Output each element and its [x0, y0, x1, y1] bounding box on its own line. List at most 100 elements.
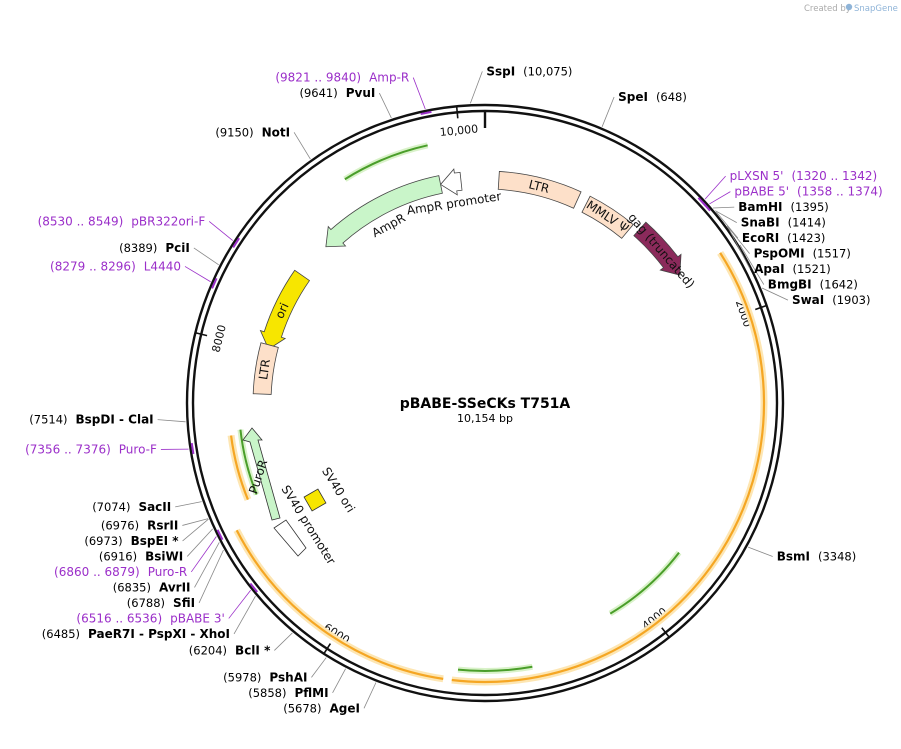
tick-mark	[755, 304, 767, 311]
enzyme-label[interactable]: BamHI(1395)	[738, 200, 829, 214]
sv40-promoter-arrow	[273, 519, 307, 557]
tick-mark	[195, 331, 208, 337]
primer-label[interactable]: pLXSN 5'(1320 .. 1342)	[730, 169, 878, 183]
label-leader	[761, 287, 789, 301]
label-leader	[748, 546, 773, 557]
enzyme-label[interactable]: (9641)PvuI	[299, 86, 375, 100]
enzyme-label[interactable]: (6788)SfiI	[127, 596, 195, 610]
sv40-ori-label: SV40 ori	[319, 465, 358, 515]
orf-green-arc[interactable]	[457, 665, 533, 672]
tick-mark	[323, 643, 332, 655]
primer-mark	[211, 277, 218, 289]
label-leader	[311, 657, 327, 678]
feature-label: LTR	[256, 358, 273, 381]
enzyme-label[interactable]: ApaI(1521)	[754, 262, 831, 276]
enzyme-label[interactable]: SpeI(648)	[618, 90, 687, 104]
tick-label: 10,000	[439, 122, 479, 139]
label-leader	[208, 221, 234, 241]
label-leader	[715, 210, 737, 223]
label-leader	[601, 96, 615, 127]
enzyme-label[interactable]: (8389)PciI	[119, 241, 190, 255]
credit-brand: SnapGene	[854, 4, 898, 14]
primer-mark	[702, 201, 711, 212]
label-leader	[739, 244, 765, 285]
feature-label: gag (truncated)	[625, 210, 697, 291]
primer-label[interactable]: (6860 .. 6879)Puro-R	[54, 565, 187, 579]
feature-ampr[interactable]	[325, 175, 443, 248]
primer-label[interactable]: (7356 .. 7376)Puro-F	[25, 442, 157, 456]
primer-label[interactable]: (8279 .. 8296)L4440	[50, 259, 181, 273]
label-leader	[412, 77, 426, 110]
enzyme-label[interactable]: BmgBI(1642)	[768, 278, 858, 292]
orf-glow	[451, 250, 768, 686]
enzyme-label[interactable]: (5978)PshAI	[223, 670, 307, 684]
snapgene-logo-icon	[845, 3, 853, 11]
primer-mark	[232, 237, 240, 248]
enzyme-label[interactable]: PspOMI(1517)	[754, 247, 851, 261]
label-leader	[157, 419, 186, 423]
enzyme-label[interactable]: (7074)SacII	[92, 500, 171, 514]
label-leader	[198, 549, 224, 604]
primer-mark	[190, 442, 195, 455]
label-leader	[190, 536, 217, 573]
orf-green-glow	[343, 142, 429, 182]
feature-label: LTR	[527, 177, 550, 196]
primer-mark	[249, 582, 259, 593]
plasmid-name: pBABE-SSeCKs T751A	[400, 396, 571, 412]
feature-ltr[interactable]	[252, 342, 279, 395]
enzyme-label[interactable]: BsmI(3348)	[777, 550, 857, 564]
primer-mark	[420, 110, 432, 116]
primer-label[interactable]: (8530 .. 8549)pBR322ori-F	[38, 214, 206, 228]
orf-arc[interactable]	[229, 435, 249, 501]
enzyme-label[interactable]: SspI(10,075)	[486, 64, 572, 78]
orf-green-arc[interactable]	[239, 429, 258, 495]
feature-ori[interactable]	[259, 269, 311, 350]
puror-arrow[interactable]	[242, 427, 281, 521]
enzyme-label[interactable]: (6835)AvrII	[113, 580, 191, 594]
orf-green-arc[interactable]	[609, 551, 680, 615]
enzyme-label[interactable]: (9150)NotI	[215, 125, 290, 139]
orf-arc[interactable]	[235, 529, 444, 680]
label-leader	[186, 528, 213, 557]
orf-arc[interactable]	[451, 252, 766, 684]
label-leader	[727, 226, 751, 270]
feature-ltr[interactable]	[497, 171, 582, 209]
tick-mark	[661, 627, 670, 638]
enzyme-label[interactable]: (5858)PflMI	[248, 686, 328, 700]
feature-prom[interactable]	[439, 168, 463, 196]
enzyme-label[interactable]: (6916)BsiWI	[99, 549, 183, 563]
feature-ltr[interactable]	[581, 195, 634, 239]
enzyme-label[interactable]: (6973)BspEI *	[84, 534, 179, 548]
label-leader	[233, 595, 256, 635]
label-leader	[194, 542, 220, 588]
label-leader	[469, 71, 483, 104]
label-leader	[293, 132, 311, 160]
orf-green-arc[interactable]	[344, 144, 428, 181]
enzyme-label[interactable]: EcoRI(1423)	[742, 231, 826, 245]
enzyme-label[interactable]: SnaBI(1414)	[741, 216, 826, 230]
enzyme-label[interactable]: (6485)PaeR7I - PspXI - XhoI	[42, 627, 230, 641]
primer-label[interactable]: (6516 .. 6536)pBABE 3'	[76, 611, 224, 625]
label-leader	[704, 175, 726, 200]
label-leader	[709, 191, 731, 205]
label-leader	[716, 211, 739, 239]
backbone-inner	[191, 109, 779, 697]
label-leader	[378, 92, 392, 119]
credit-prefix: Created by	[804, 4, 851, 14]
enzyme-label[interactable]: (7514)BspDI - ClaI	[29, 413, 153, 427]
sv40-cluster: PuroR SV40 promoter SV40 ori	[242, 427, 358, 567]
enzyme-label[interactable]: (5678)AgeI	[283, 701, 360, 715]
tick-mark	[455, 106, 459, 119]
feature-label: ori	[272, 301, 291, 321]
enzyme-label[interactable]: (6976)RsrII	[101, 518, 178, 532]
primer-label[interactable]: (9821 .. 9840)Amp-R	[275, 71, 409, 85]
label-leader	[363, 682, 377, 709]
enzyme-label[interactable]: SwaI(1903)	[792, 293, 871, 307]
feature-gag[interactable]	[633, 221, 682, 276]
label-leader	[274, 632, 293, 651]
label-leader	[184, 266, 211, 283]
enzyme-label[interactable]: (6204)BclI *	[189, 643, 271, 657]
primer-label[interactable]: pBABE 5'(1358 .. 1374)	[734, 185, 882, 199]
